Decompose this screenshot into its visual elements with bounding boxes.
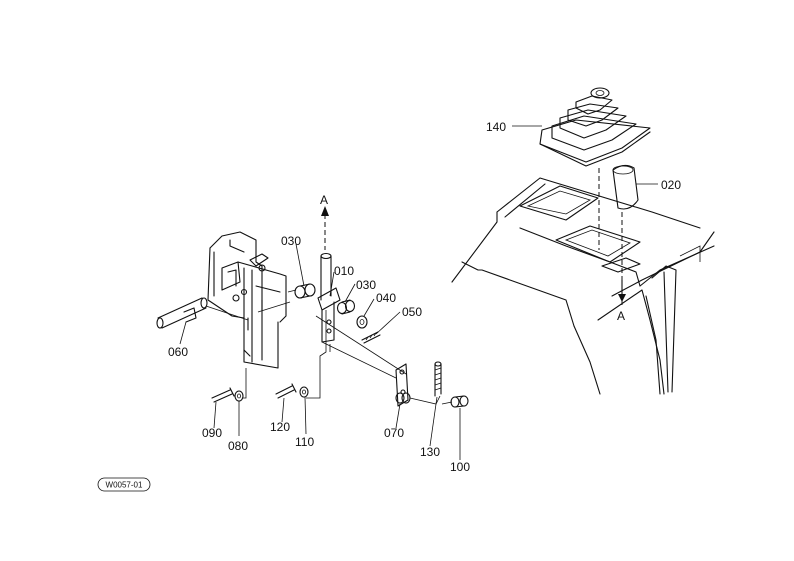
callout-110: 110 [295,435,314,449]
callout-080: 080 [228,439,248,453]
pin-100 [450,395,469,408]
link-plate-070 [395,363,411,407]
spring-pin-050 [361,331,381,344]
callout-050: 050 [402,305,422,319]
view-arrow-left [321,206,329,250]
bolt-120 [275,383,297,399]
shift-bracket [207,231,287,369]
console-panel [451,177,715,395]
view-marker-left: A [320,193,328,207]
assembly-lines [205,289,453,405]
view-marker-right: A [617,309,625,323]
callout-100: 100 [450,460,470,474]
callout-060: 060 [168,345,188,359]
callout-090: 090 [202,426,222,440]
drawing-code: W0057-01 [106,481,143,490]
rod-060 [156,297,208,329]
collar-030-a [294,283,316,299]
callout-140: 140 [486,120,506,134]
shift-knob-020 [612,164,639,210]
washer-040 [356,315,368,329]
bolt-090 [211,387,235,403]
washer-110 [299,386,309,398]
washer-080 [234,390,244,402]
callout-120: 120 [270,420,290,434]
drawing-code-stamp: W0057-01 [97,477,151,492]
collar-030-b [336,299,356,315]
callout-130: 130 [420,445,440,459]
callout-040: 040 [376,291,396,305]
callout-020: 020 [661,178,681,192]
callout-010: 010 [334,264,354,278]
callout-030-a: 030 [281,234,301,248]
bolt-130 [434,361,442,397]
shift-boot-140 [539,87,651,167]
callout-070: 070 [384,426,404,440]
leader-lines [179,125,658,460]
callout-030-b: 030 [356,278,376,292]
